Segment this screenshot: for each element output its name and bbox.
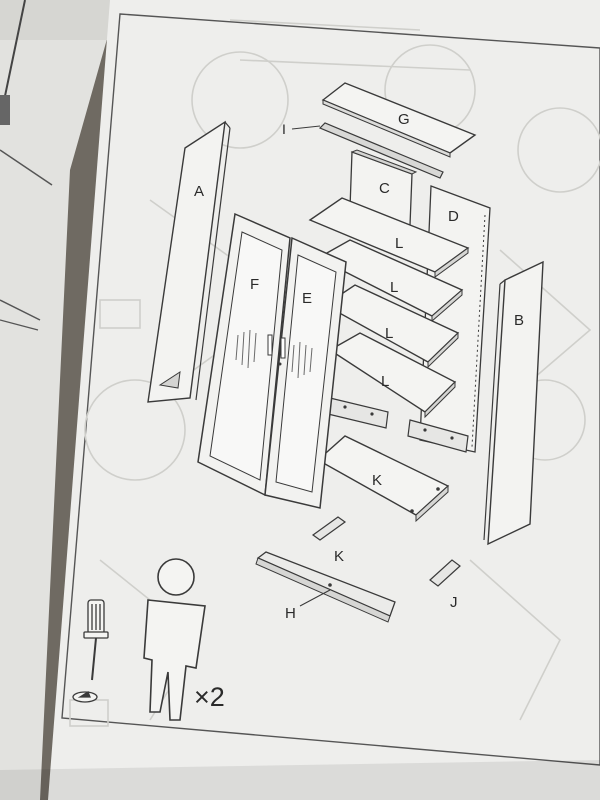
- rail-i: [318, 122, 444, 179]
- label-b: B: [514, 312, 524, 329]
- side-panel-b: [483, 260, 544, 546]
- label-l-4: L: [381, 373, 389, 390]
- door-f: [197, 212, 291, 497]
- leader-j: [299, 589, 331, 607]
- label-e: E: [302, 290, 312, 307]
- label-c: C: [379, 180, 390, 197]
- label-l-2: L: [390, 279, 398, 296]
- label-h: K: [372, 472, 382, 489]
- door-e: [264, 236, 347, 509]
- shelf-l-1: [308, 197, 470, 278]
- screwdriver-icon: [72, 599, 109, 703]
- label-d: D: [448, 208, 459, 225]
- label-f: F: [250, 276, 259, 293]
- panel-g: [321, 82, 477, 158]
- shelf-l-3: [323, 284, 460, 369]
- side-panel-a: [147, 120, 231, 403]
- label-j: H: [285, 605, 296, 622]
- page-shadow: [0, 760, 600, 800]
- label-k-1: K: [334, 548, 344, 565]
- bracket-k-1: [311, 516, 347, 541]
- shelf-l-4: [328, 332, 457, 419]
- label-i: I: [282, 121, 286, 137]
- label-k-2: J: [450, 594, 458, 611]
- page-border: [61, 13, 600, 766]
- leader-i: [291, 125, 321, 130]
- support-rail-right: [407, 419, 469, 453]
- people-count: ×2: [194, 682, 225, 712]
- panel-h: [316, 435, 450, 523]
- plinth-j: [255, 551, 396, 623]
- person-icon: [143, 558, 206, 721]
- label-a: A: [194, 183, 204, 200]
- label-g: G: [398, 111, 410, 128]
- left-page: [0, 0, 118, 800]
- label-l-1: L: [395, 235, 403, 252]
- bracket-k-2: [429, 559, 461, 587]
- shelf-l-2: [316, 239, 464, 323]
- label-l-3: L: [385, 325, 393, 342]
